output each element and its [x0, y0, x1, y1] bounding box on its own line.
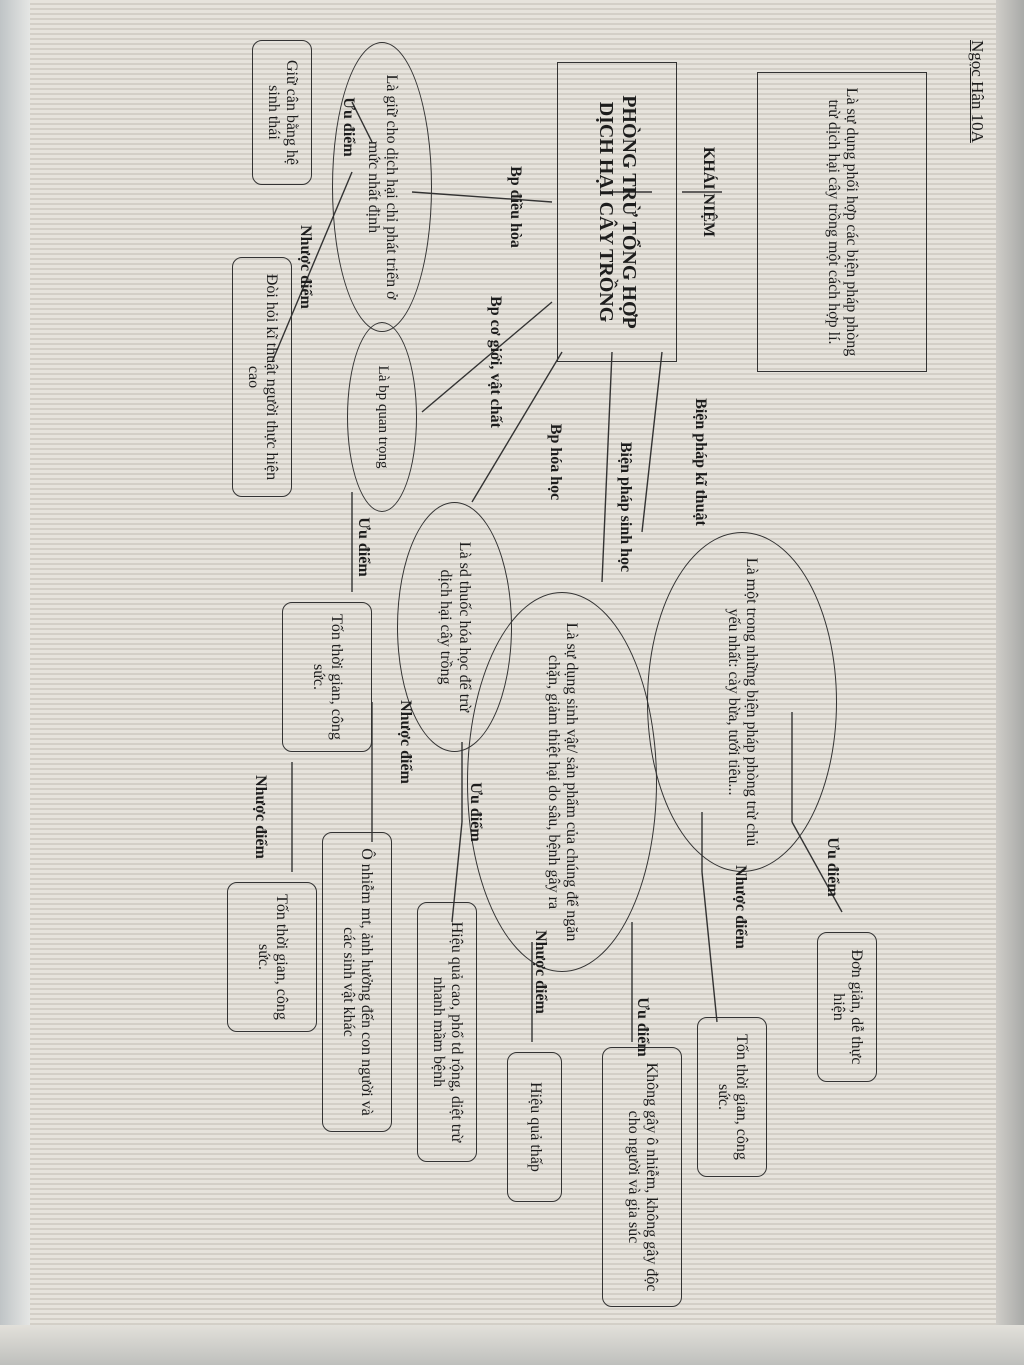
- branch-label-kt: Biện pháp kĩ thuật: [692, 398, 710, 526]
- pro-label-dh: Ưu điểm: [340, 97, 358, 157]
- branch-label-hh: Bp hóa học: [547, 423, 565, 501]
- connector: [641, 351, 663, 533]
- con-box-sh: Hiệu quả thấp: [507, 1052, 562, 1202]
- mind-map-canvas: Ngọc Hân 10A Là sự dụng phối hợp các biệ…: [22, 22, 992, 1312]
- con-label-cg: Nhược điểm: [252, 775, 270, 859]
- branch-desc-kt: Là một trong những biện pháp phòng trừ c…: [647, 532, 837, 872]
- screen-bezel-bottom: [0, 1325, 1024, 1365]
- branch-label-sh: Biện pháp sinh học: [617, 441, 635, 573]
- connector: [701, 871, 718, 1023]
- pro-label-kt: Ưu điểm: [824, 837, 842, 897]
- connector: [411, 191, 553, 203]
- pro-label-hh: Ưu điểm: [467, 782, 485, 842]
- pro-box-cg: Tốn thời gian, công sức.: [282, 602, 372, 752]
- con-label-kt: Nhược điểm: [732, 865, 750, 949]
- branch-desc-cg: Là bp quan trọng: [347, 322, 417, 512]
- pro-box-hh: Hiệu quả cao, phổ td rộng, diệt trừ nhan…: [417, 902, 477, 1162]
- branch-label-cg: Bp cơ giới, vật chất: [487, 296, 505, 428]
- connector: [421, 301, 553, 413]
- connector: [601, 351, 613, 583]
- con-box-kt: Tốn thời gian, công sức.: [697, 1017, 767, 1177]
- con-label-dh: Nhược điểm: [297, 225, 315, 309]
- connector-lines: [271, 101, 843, 1042]
- con-box-cg: Tốn thời gian, công sức.: [227, 882, 317, 1032]
- screen-bezel-right: [996, 0, 1024, 1365]
- pro-label-cg: Ưu điểm: [355, 517, 373, 577]
- connector: [471, 351, 563, 503]
- con-box-hh: Ô nhiễm mt, ảnh hưởng đến con người và c…: [322, 832, 392, 1132]
- connector: [791, 821, 843, 913]
- con-box-dh: Đòi hỏi kĩ thuật người thực hiện cao: [232, 257, 292, 497]
- con-label-sh: Nhược điểm: [532, 930, 550, 1014]
- branch-label-dh: Bp điều hòa: [507, 166, 525, 248]
- con-label-hh: Nhược điểm: [397, 700, 415, 784]
- screen-bezel-left: [0, 0, 30, 1365]
- concept-box: Là sự dụng phối hợp các biện pháp phòng …: [757, 72, 927, 372]
- pro-box-kt: Đơn giản, dễ thực hiện: [817, 932, 877, 1082]
- connector: [271, 171, 353, 363]
- concept-label: KHÁI NIỆM: [700, 146, 718, 238]
- author-label: Ngọc Hân 10A: [967, 40, 987, 143]
- pro-box-dh: Giữ cân bằng hệ sinh thái: [252, 40, 312, 185]
- connector: [351, 101, 373, 143]
- center-title: PHÒNG TRỪ TỔNG HỢP DỊCH HẠI CÂY TRỒNG: [557, 62, 677, 362]
- connector: [451, 821, 463, 923]
- pro-box-sh: Không gây ô nhiễm, không gây độc cho ngư…: [602, 1047, 682, 1307]
